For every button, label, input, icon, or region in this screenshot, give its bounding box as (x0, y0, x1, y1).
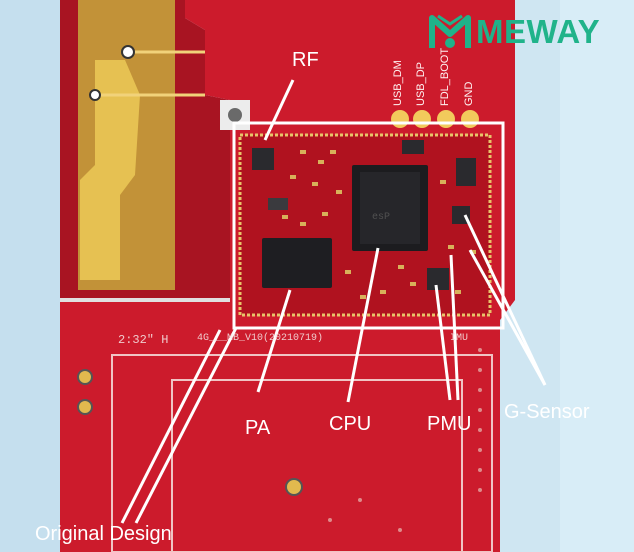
silkscreen-time: 2:32" H (118, 333, 169, 347)
passive-components (282, 150, 476, 299)
rf-pointer (263, 79, 295, 141)
background-shade-left (0, 0, 70, 552)
pointer-lines (120, 79, 547, 524)
label-cpu: CPU (329, 413, 372, 435)
pa-pointer (256, 289, 292, 393)
pin-label-gnd: GND (463, 81, 475, 106)
pad-usb-dp (413, 110, 431, 128)
silkscreen-model: 4G___MB_V10(20210719) (197, 333, 324, 344)
pmu-pointer-2 (449, 254, 460, 401)
pa-chip (262, 238, 332, 288)
lower-board (60, 300, 500, 552)
antenna-via-top (121, 45, 135, 59)
rf-chip (252, 148, 274, 170)
meway-logo-text: MEWAY (476, 13, 601, 50)
background-shade-right (560, 0, 634, 552)
pin-label-usb-dm: USB_DM (392, 60, 404, 106)
pad-usb-dm (391, 110, 409, 128)
pad-gnd (461, 110, 479, 128)
via-dots (328, 348, 482, 532)
pad-fdl-boot (437, 110, 455, 128)
cpu-pointer (346, 247, 380, 403)
pin-label-fdl-boot: FDL_BOOT (439, 47, 451, 106)
highlight-frame (232, 121, 505, 330)
label-pa: PA (245, 417, 271, 439)
small-chip-left (268, 198, 288, 210)
silkscreen-partial: IMU (450, 333, 469, 344)
small-chip-right (456, 158, 476, 186)
label-gsensor: G-Sensor (504, 401, 590, 423)
gsensor-pointer (463, 214, 547, 386)
silkscreen-box-inner (171, 379, 463, 552)
antenna-gold-pad (80, 60, 140, 280)
pin-label-usb-dp: USB_DP (415, 61, 427, 106)
original-design-pointer (120, 329, 222, 524)
pmu-pointer (434, 284, 452, 401)
cpu-marking: esP (372, 212, 391, 223)
label-rf: RF (292, 49, 319, 71)
antenna-via-mid (89, 89, 101, 101)
meway-logo: MEWAY (428, 8, 628, 56)
silkscreen-box (111, 354, 493, 552)
small-chip-top (402, 140, 424, 154)
original-design-pointer-2 (134, 327, 238, 524)
label-original-design: Original Design (35, 523, 172, 545)
gsensor-pointer-2 (468, 249, 547, 386)
label-pmu: PMU (427, 413, 472, 435)
via-center (285, 478, 303, 496)
meway-logo-icon (429, 14, 471, 48)
pmu-chip (427, 268, 449, 290)
cpu-die (360, 172, 420, 244)
via-left-2 (77, 399, 93, 415)
via-left-1 (77, 369, 93, 385)
